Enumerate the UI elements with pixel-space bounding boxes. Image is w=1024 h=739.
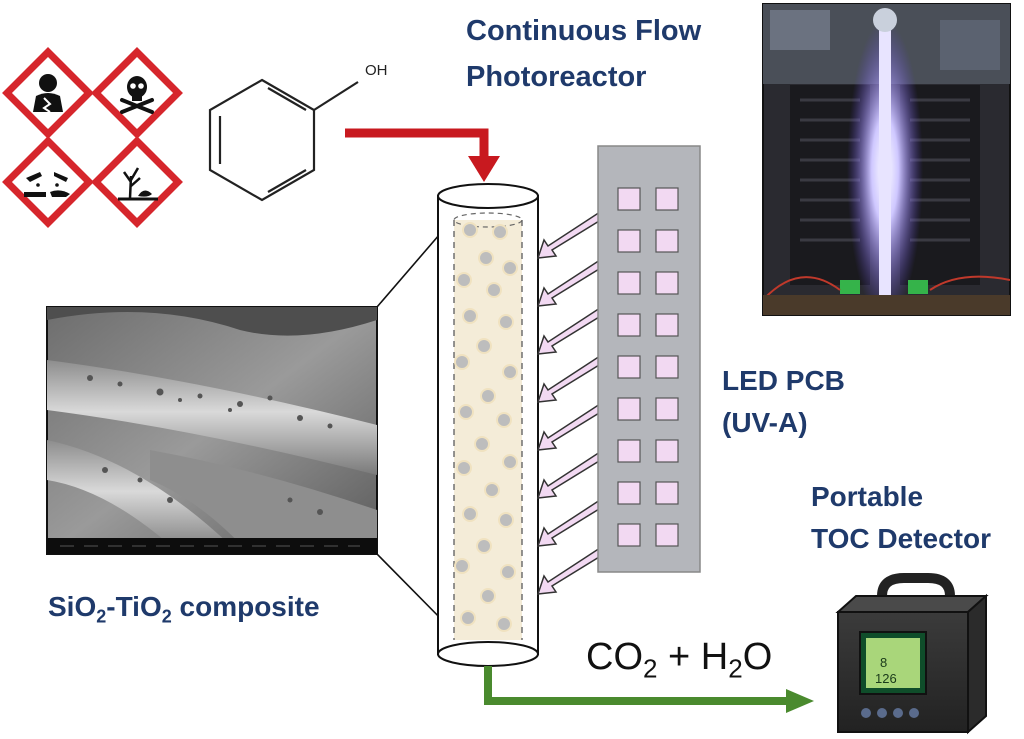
composite-subscript-1: 2 — [96, 606, 107, 627]
products-text-2: + H — [657, 636, 729, 678]
products-text-1: CO — [586, 636, 643, 678]
products-subscript-1: 2 — [643, 653, 658, 684]
sem-micrograph — [46, 306, 378, 555]
environment-hazard-icon — [91, 136, 183, 228]
toc-display-top: 8 — [880, 655, 888, 670]
outlet-arrow — [484, 666, 814, 713]
toc-label-line-1: Portable — [811, 481, 924, 512]
phenol-molecule — [208, 78, 359, 202]
corrosive-icon — [2, 136, 94, 228]
catalyst-beads — [454, 222, 518, 632]
led-pcb-label-line-1: LED PCB — [722, 365, 845, 396]
composite-text-1: SiO — [48, 591, 97, 622]
reactor-photo — [762, 3, 1011, 316]
composite-subscript-2: 2 — [161, 606, 172, 627]
composite-text-2: -TiO — [106, 591, 162, 622]
products-subscript-2: 2 — [728, 653, 743, 684]
title-line-2: Photoreactor — [466, 61, 647, 93]
hydroxyl-label: OH — [365, 62, 388, 79]
skull-crossbones-icon — [91, 47, 183, 139]
toc-detector — [835, 573, 989, 735]
toc-label-line-2: TOC Detector — [811, 523, 991, 554]
led-pcb-label-line-2: (UV-A) — [722, 407, 808, 438]
led-pcb-board — [597, 145, 701, 573]
health-hazard-icon — [2, 47, 94, 139]
products-text-3: O — [742, 636, 773, 678]
uv-light-arrows — [536, 210, 606, 595]
title-line-1: Continuous Flow — [466, 15, 702, 47]
feed-arrow — [345, 128, 500, 182]
composite-label: SiO2-TiO2 composite — [48, 590, 320, 628]
toc-display-bottom: 126 — [875, 671, 897, 686]
products-label: CO2 + H2O — [586, 636, 772, 685]
composite-text-3: composite — [171, 591, 320, 622]
